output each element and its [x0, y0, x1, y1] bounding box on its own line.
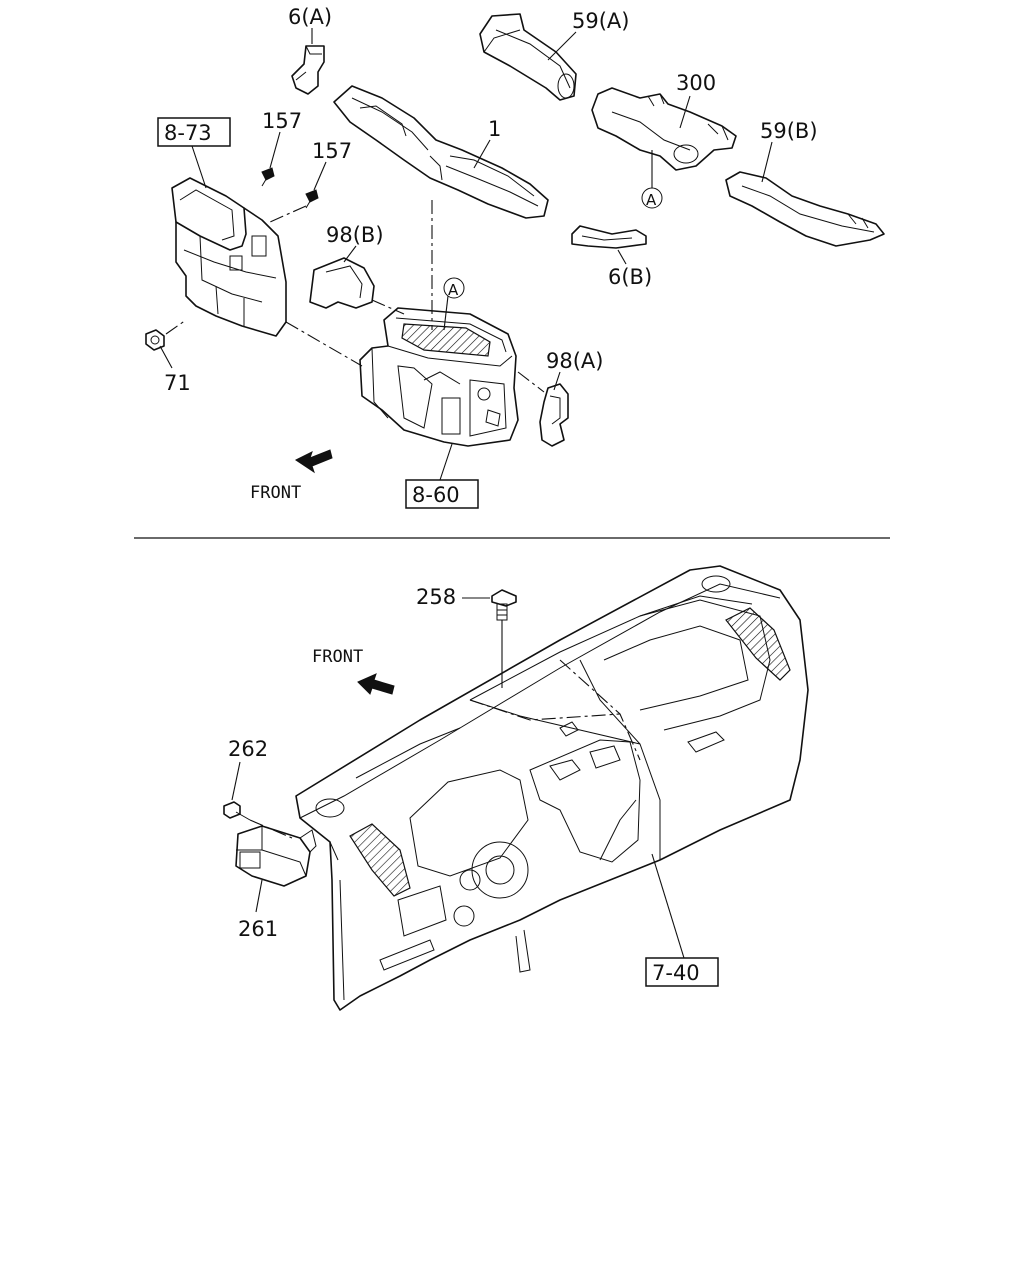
reference-label-8-73: 8-73 [164, 121, 212, 145]
label-262: 262 [228, 737, 268, 761]
front-label-upper: FRONT [250, 483, 301, 503]
alignment-line-screw-b [269, 205, 307, 223]
part-261-connector [235, 825, 317, 887]
part-59b-duct [725, 171, 885, 247]
label-6a: 6(A) [288, 5, 332, 29]
part-instrument-panel [295, 565, 809, 1011]
leader-98b [343, 245, 357, 263]
front-label-lower: FRONT [312, 647, 363, 667]
reference-box-7-40 [645, 957, 719, 987]
lower-section: 258 FRONT [223, 565, 809, 1011]
front-arrow-icon-lower [357, 673, 395, 695]
label-300: 300 [676, 71, 716, 95]
reference-box-8-60 [405, 479, 479, 509]
part-157-screw-a [261, 167, 275, 187]
label-circle-a-mid: A [448, 281, 459, 299]
leader-262 [231, 761, 241, 801]
label-6b: 6(B) [608, 265, 652, 289]
label-261: 261 [238, 917, 278, 941]
leader-7-40 [651, 853, 685, 959]
label-1: 1 [488, 117, 501, 141]
label-157a: 157 [262, 109, 302, 133]
part-heater-unit-8-60 [359, 307, 519, 447]
leader-8-60 [439, 443, 453, 481]
label-circle-a-top: A [646, 191, 657, 209]
alignment-line-262 [249, 819, 293, 839]
leader-98a [553, 371, 561, 391]
part-1-defroster-nozzle [333, 85, 549, 219]
reference-box-8-73 [157, 117, 231, 147]
part-6b-duct [571, 225, 647, 249]
leader-300 [679, 95, 691, 129]
part-262-screw [223, 801, 251, 821]
reference-circle-a-mid [443, 277, 465, 299]
alignment-line-98a [517, 371, 545, 393]
leader-157a [269, 131, 281, 169]
leader-circle-a-mid [443, 295, 449, 331]
label-157b: 157 [312, 139, 352, 163]
alignment-line-blower-heater [285, 321, 363, 367]
leader-1 [473, 139, 491, 169]
part-98a-duct [539, 383, 569, 447]
reference-label-8-60: 8-60 [412, 483, 460, 507]
reference-label-7-40: 7-40 [652, 961, 700, 985]
part-71-nut [145, 329, 165, 351]
part-258-clip [491, 589, 517, 621]
upper-section: 6(A) 59(A) 300 A 59(B) [145, 5, 885, 509]
leader-6b [617, 249, 627, 265]
leader-59a [547, 31, 577, 61]
part-6a-duct [291, 45, 325, 95]
label-71: 71 [164, 371, 191, 395]
label-59a: 59(A) [572, 9, 629, 33]
part-98b-duct [309, 257, 375, 309]
label-258: 258 [416, 585, 456, 609]
alignment-line-98b [371, 299, 405, 315]
part-blower-unit-8-73 [171, 177, 287, 337]
part-157-screw-b [305, 189, 319, 209]
leader-261 [255, 879, 263, 913]
label-98b: 98(B) [326, 223, 384, 247]
leader-8-73 [191, 145, 207, 189]
alignment-line-nut [165, 319, 187, 335]
part-300-duct [591, 87, 737, 171]
part-59a-duct [479, 13, 577, 101]
reference-circle-a-top [641, 187, 663, 209]
leader-71 [159, 345, 173, 369]
leader-59b [761, 141, 773, 183]
label-59b: 59(B) [760, 119, 818, 143]
label-98a: 98(A) [546, 349, 603, 373]
leader-157b [313, 161, 327, 191]
front-arrow-icon-upper [295, 449, 333, 474]
